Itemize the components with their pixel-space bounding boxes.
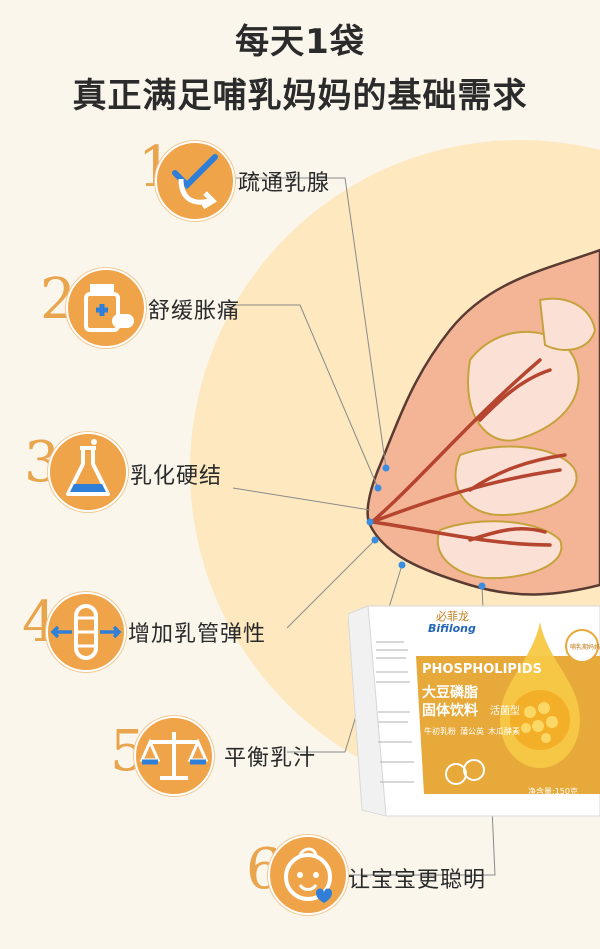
tube-arrows-icon [46,592,126,672]
product-box: 必菲龙 Bifilong PHOSPHOLIPIDS 大豆磷脂 固体饮料 活菌型… [348,602,600,824]
product-spec: (5克x30) [536,797,571,806]
balance-scale-icon [134,716,214,796]
benefit-label-6: 让宝宝更聪明 [348,868,487,893]
product-name-line2: 固体饮料 [422,703,478,719]
product-net-content: 净含量:150克 [528,787,578,796]
benefit-label-5: 平衡乳汁 [224,746,317,771]
benefit-label-2: 舒缓胀痛 [148,299,241,324]
headline-line2: 真正满足哺乳妈妈的基础需求 [72,76,528,116]
product-tag-1: 牛初乳粉 [424,727,456,736]
product-tag-2: 蒲公英 [460,727,484,736]
benefit-label-3: 乳化硬结 [130,464,223,489]
flask-icon [48,432,128,512]
benefit-label-4: 增加乳管弹性 [128,622,267,647]
check-arrow-icon [155,141,235,221]
benefit-label-1: 疏通乳腺 [238,171,331,196]
product-name-line1: 大豆磷脂 [422,685,478,701]
product-brand: Bifilong [428,622,476,635]
headline-line1: 每天1袋 [235,22,365,62]
product-tag-3: 木瓜酵素 [488,727,520,736]
product-brand-cn: 必菲龙 [436,610,469,623]
product-badge: 哺乳期妈妈 [570,644,600,651]
baby-face-icon [268,835,348,915]
product-english-name: PHOSPHOLIPIDS [422,662,542,677]
medicine-bottle-icon [66,268,146,348]
product-variant: 活菌型 [490,706,520,717]
